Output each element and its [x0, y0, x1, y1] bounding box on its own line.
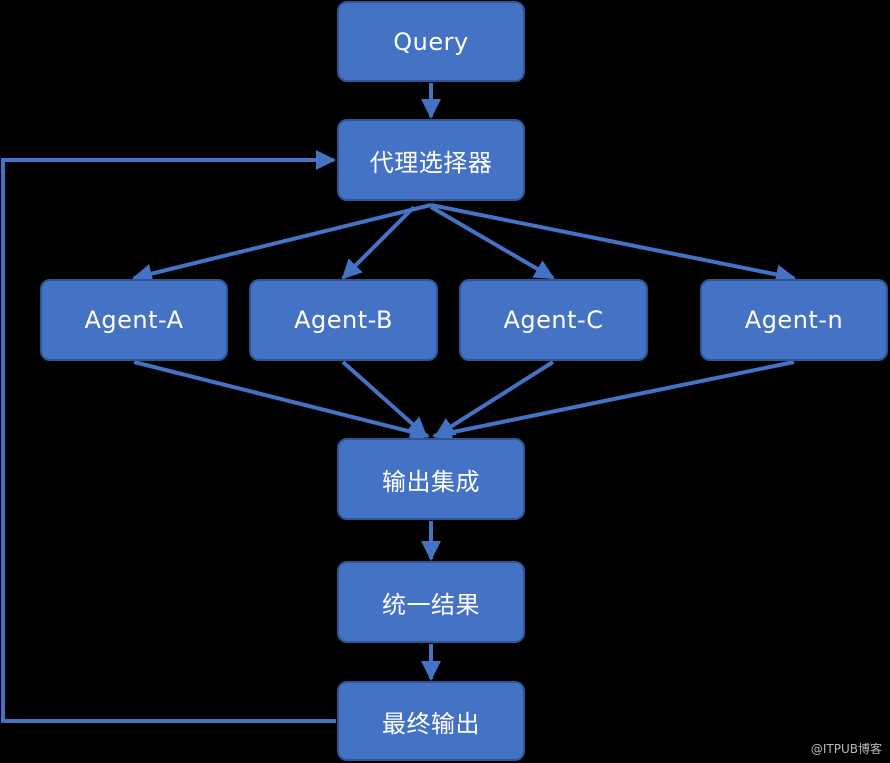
edge-agent-a-merge [133, 360, 430, 442]
agent-n-label: Agent-n [744, 306, 844, 334]
agent-selector-label: 代理选择器 [369, 148, 493, 177]
output-merge-label: 输出集成 [382, 467, 480, 496]
agent-c-label: Agent-C [503, 306, 604, 334]
edge-selector-agent-c [429, 205, 555, 280]
edge-selector-agent-n [430, 203, 796, 285]
unified-result-label: 统一结果 [382, 590, 480, 619]
agent-b-label: Agent-B [294, 306, 393, 334]
query-node: Query [337, 1, 525, 82]
agent-b-node: Agent-B [249, 279, 438, 361]
edge-selector-agent-a [132, 203, 432, 284]
agent-a-label: Agent-A [84, 306, 184, 334]
query-label: Query [393, 27, 469, 56]
edge-agent-c-merge [434, 360, 555, 438]
agent-a-node: Agent-A [40, 279, 228, 361]
agent-n-node: Agent-n [700, 279, 888, 361]
unified-result-node: 统一结果 [337, 561, 525, 643]
final-output-node: 最终输出 [337, 681, 525, 761]
agent-c-node: Agent-C [459, 279, 648, 361]
edge-feedback-loop [1, 150, 336, 723]
agent-selector-node: 代理选择器 [337, 119, 525, 201]
edge-agent-n-merge [432, 360, 795, 443]
watermark: @ITPUB博客 [810, 742, 882, 756]
edge-agent-b-merge [341, 360, 428, 438]
output-merge-node: 输出集成 [337, 438, 525, 520]
edge-selector-agent-b [341, 205, 416, 280]
final-output-label: 最终输出 [382, 709, 480, 738]
